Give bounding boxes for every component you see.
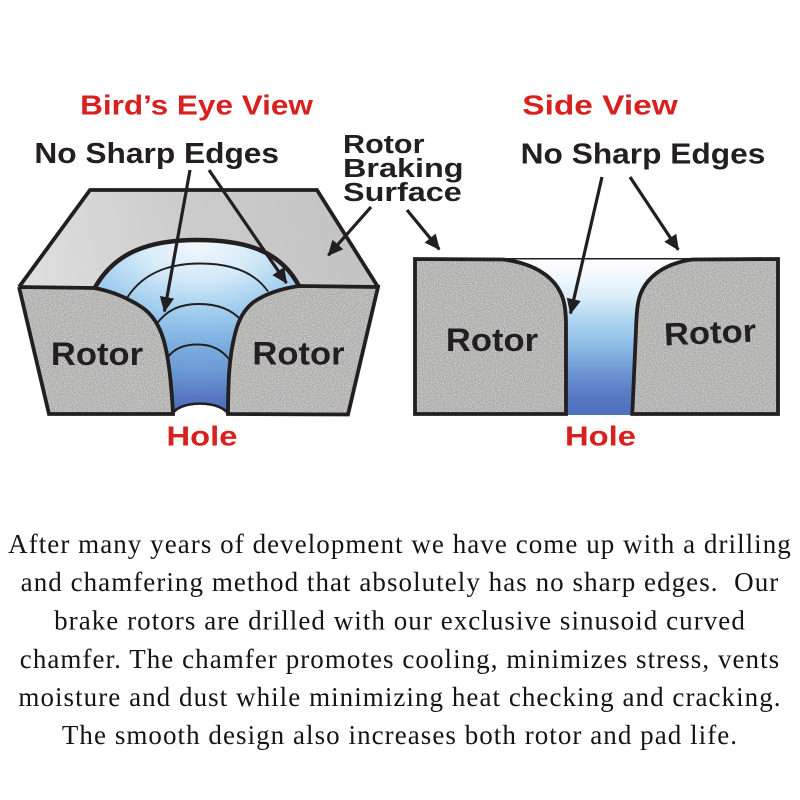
svg-text:chamfer. The chamfer promotes: chamfer. The chamfer promotes cooling, m… <box>20 644 780 674</box>
svg-text:brake rotors are drilled with: brake rotors are drilled with our exclus… <box>54 606 746 636</box>
svg-text:Rotor: Rotor <box>51 337 143 373</box>
svg-text:Braking: Braking <box>343 155 464 183</box>
svg-text:Rotor: Rotor <box>343 129 425 158</box>
svg-text:No Sharp Edges: No Sharp Edges <box>521 139 766 170</box>
svg-text:After many years of developmen: After many years of development we have … <box>8 529 792 559</box>
svg-text:and chamfering method that abs: and chamfering method that absolutely ha… <box>21 567 780 597</box>
svg-text:No Sharp Edges: No Sharp Edges <box>34 139 279 170</box>
svg-text:moisture and dust while minimi: moisture and dust while minimizing heat … <box>18 682 781 712</box>
svg-text:Rotor: Rotor <box>446 323 538 359</box>
svg-text:Rotor: Rotor <box>252 337 344 373</box>
svg-text:Hole: Hole <box>565 422 636 452</box>
svg-text:Rotor: Rotor <box>663 314 757 354</box>
svg-text:The smooth design also increas: The smooth design also increases both ro… <box>62 720 738 750</box>
svg-text:Hole: Hole <box>167 422 238 452</box>
svg-text:Surface: Surface <box>343 179 462 207</box>
svg-text:Bird’s Eye View: Bird’s Eye View <box>80 90 314 121</box>
svg-text:Side View: Side View <box>522 90 678 120</box>
